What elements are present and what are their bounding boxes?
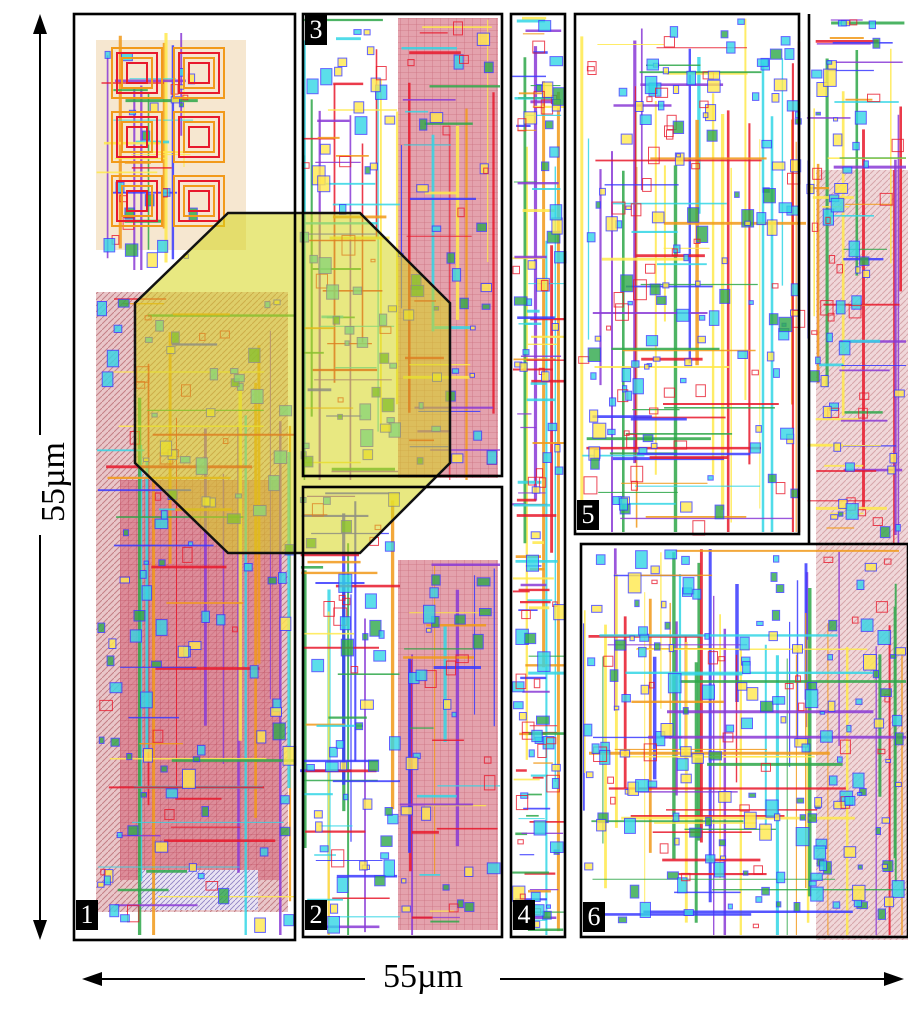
block-label-2: 2 [305,900,327,930]
block-label-1: 1 [76,900,98,930]
vertical-arrowhead-top [33,14,47,34]
octagon-pad [133,211,452,555]
vertical-dimension-label: 55µm [35,441,72,523]
vertical-arrowhead-bottom [33,920,47,940]
block-label-4: 4 [513,900,535,930]
horizontal-dimension-label: 55µm [383,958,464,995]
block-label-5: 5 [577,500,599,530]
block-outline-6 [579,542,908,939]
block-label-3: 3 [305,15,327,45]
block6-substrate [816,170,908,940]
block-outline-3 [301,12,504,478]
block-outlines [72,12,908,942]
block-outline-2 [301,485,504,939]
block-outline-1 [72,12,297,942]
block-label-6: 6 [583,902,605,932]
block-outline-5 [573,12,801,536]
dimension-arrows [33,14,904,986]
horizontal-arrowhead-left [82,972,102,986]
block2-array [398,560,498,930]
horizontal-arrowhead-right [884,972,904,986]
block-outline-4 [509,12,567,939]
